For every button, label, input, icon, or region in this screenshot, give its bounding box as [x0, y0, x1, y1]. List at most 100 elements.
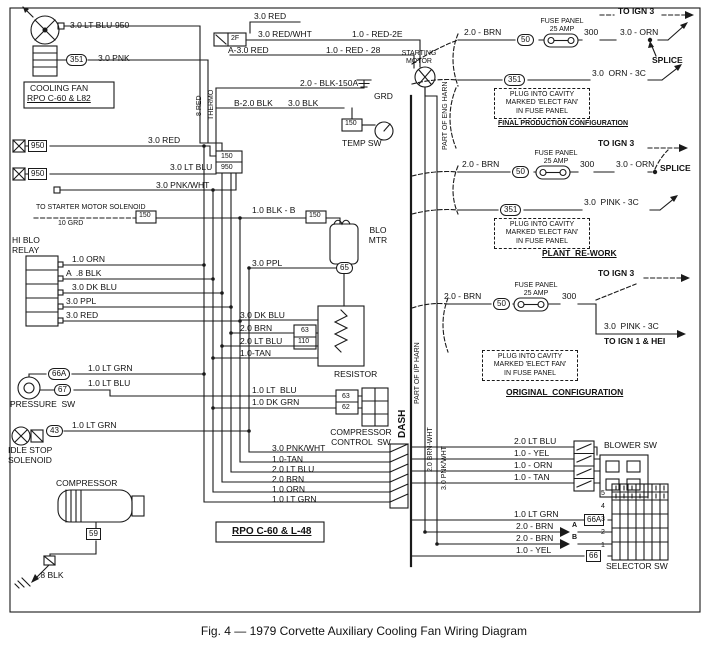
conn-63b: 63	[342, 393, 350, 400]
fuse-icon-3	[513, 297, 549, 312]
fuse-1: FUSE PANEL 25 AMP	[540, 18, 584, 33]
wire-brn-sel-a: 2.0 - BRN	[516, 521, 554, 531]
junction-dots	[202, 144, 439, 546]
wire-ltgrn-idle: 1.0 LT GRN	[72, 420, 117, 430]
conn-59: 59	[86, 528, 101, 540]
ign3-2: TO IGN 3	[598, 138, 635, 148]
conn-66a: 66A	[48, 368, 71, 380]
wire-orn-relay: 1.0 ORN	[72, 254, 106, 264]
wire-blk-b: 1.0 BLK - B	[252, 205, 296, 215]
main-harness-bus	[203, 145, 391, 503]
wire-orn3c: 3.0 ORN - 3C	[592, 68, 646, 78]
wire-orn-bus: 1.0 ORN	[272, 484, 306, 494]
wire-yel-sel: 1.0 - YEL	[516, 545, 552, 555]
conn-50-1: 50	[517, 34, 534, 46]
resistor-icon	[212, 267, 365, 367]
wire-redwht: 3.0 RED/WHT	[258, 29, 312, 39]
caption: Fig. 4 — 1979 Corvette Auxiliary Cooling…	[200, 624, 528, 638]
ground-icon-bottom	[14, 577, 31, 589]
conn-50-2: 50	[512, 166, 529, 178]
final-production-circuit	[411, 11, 694, 149]
ign3-3: TO IGN 3	[598, 268, 635, 278]
sel-a: A	[572, 522, 578, 529]
final-config: FINAL PRODUCTION CONFIGURATION	[498, 120, 629, 127]
fuse-icon-1	[543, 33, 579, 48]
conn-351-2: 351	[500, 204, 522, 216]
selector-feed-wires	[411, 86, 613, 557]
plug-3: PLUG INTO CAVITY MARKED 'ELECT FAN' IN F…	[482, 350, 578, 382]
pressure-switch-icon	[17, 373, 337, 409]
selector-sw-label: SELECTOR SW	[606, 561, 668, 571]
compressor-icon	[14, 489, 145, 589]
wire-dkgrn-ctrl: 1.0 DK GRN	[252, 397, 300, 407]
sel-num-1: 1	[601, 542, 605, 549]
plug-1: PLUG INTO CAVITY MARKED 'ELECT FAN' IN F…	[494, 88, 590, 120]
conn-63: 63	[301, 327, 309, 334]
part-ip-vert: PART OF I/P HARN	[414, 342, 421, 404]
conn-66-sel: 66	[586, 550, 601, 562]
part-eng-vert: PART OF ENG HARN	[442, 81, 449, 150]
wire-blk-150a: 2.0 - BLK-150A	[300, 78, 359, 88]
wire-300-2: 300	[580, 159, 595, 169]
left-connector-icons	[12, 139, 243, 194]
resistor-label: RESISTOR	[334, 369, 378, 379]
wire-pnkwht-bus: 3.0 PNK/WHT	[272, 443, 326, 453]
grd-10: 10 GRD	[58, 220, 84, 227]
wire-ltblu-ctrl: 1.0 LT BLU	[252, 385, 297, 395]
pressure-sw-label: PRESSURE SW	[10, 399, 76, 409]
conn-66a-sel: 66A	[584, 514, 605, 526]
grd-label: GRD	[374, 91, 393, 101]
to-starter-label: TO STARTER MOTOR SOLENOID	[36, 204, 146, 211]
conn-43: 43	[46, 425, 63, 437]
starting-motor-label: STARTING MOTOR	[401, 50, 437, 65]
wire-ppl-relay: 3.0 PPL	[66, 296, 97, 306]
ground-icon-top	[356, 79, 372, 88]
comp-ctrl-label: COMPRESSOR CONTROL SW	[330, 427, 392, 447]
pnkwht-vert: 3.0 PNK/WHT	[441, 446, 448, 490]
wire-red-left: 3.0 RED	[148, 135, 181, 145]
splice-1: SPLICE	[652, 55, 683, 65]
conn-150-b: 150	[309, 212, 321, 219]
wire-ltblu: 3.0 LT BLU	[170, 162, 213, 172]
cooling-fan-wires	[56, 22, 223, 152]
ign1-hei: TO IGN 1 & HEI	[604, 336, 666, 346]
conn-62: 62	[342, 404, 350, 411]
wire-ltblu-950: 3.0 LT BLU-950	[70, 20, 130, 30]
wire-brn-1: 2.0 - BRN	[464, 27, 502, 37]
cooling-fan-icon	[22, 6, 115, 109]
wire-tan-res: 1.0-TAN	[240, 348, 272, 358]
wire-orn-1: 3.0 - ORN	[620, 27, 659, 37]
wire-ltblu-press: 1.0 LT BLU	[88, 378, 131, 388]
plug-2: PLUG INTO CAVITY MARKED 'ELECT FAN' IN F…	[494, 218, 590, 250]
wire-red-relay: 3.0 RED	[66, 310, 99, 320]
conn-150-a: 150	[139, 212, 151, 219]
wire-tan-blo: 1.0 - TAN	[514, 472, 550, 482]
wire-brn-2: 2.0 - BRN	[462, 159, 500, 169]
wire-dkblu-relay: 3.0 DK BLU	[72, 282, 117, 292]
dash-connector-icon	[389, 443, 409, 509]
wire-blk8-grd: .8 BLK	[38, 570, 64, 580]
fuse-3: FUSE PANEL 25 AMP	[514, 282, 558, 297]
conn-150-main: 150	[221, 153, 233, 160]
ign3-1: TO IGN 3	[618, 6, 655, 16]
fuse-2: FUSE PANEL 25 AMP	[534, 150, 578, 165]
idle-solenoid-icon	[11, 426, 250, 446]
conn-50-3: 50	[493, 298, 510, 310]
conn-950-left-bot: 950	[28, 168, 48, 180]
orig-config: ORIGINAL CONFIGURATION	[506, 387, 624, 397]
wire-red-2e: 1.0 - RED-2E	[352, 29, 403, 39]
wire-b-blk: B-2.0 BLK	[234, 98, 273, 108]
cooling-fan-rpo: RPO C-60 & L82	[27, 93, 91, 103]
wire-brn-bus: 2.0 BRN	[272, 474, 305, 484]
cooling-fan-name: COOLING FAN	[30, 83, 89, 93]
wire-ltgrn-press: 1.0 LT GRN	[88, 363, 133, 373]
wire-ltgrn-sel: 1.0 LT GRN	[514, 509, 559, 519]
wire-a-red: A-3.0 RED	[228, 45, 269, 55]
wire-pnkwht: 3.0 PNK/WHT	[156, 180, 210, 190]
idle-stop-label: IDLE STOP SOLENOID	[8, 445, 53, 465]
wire-orn-2: 3.0 - ORN	[616, 159, 655, 169]
wire-orn-blo: 1.0 - ORN	[514, 460, 553, 470]
wire-blk8-relay: A .8 BLK	[66, 268, 102, 278]
